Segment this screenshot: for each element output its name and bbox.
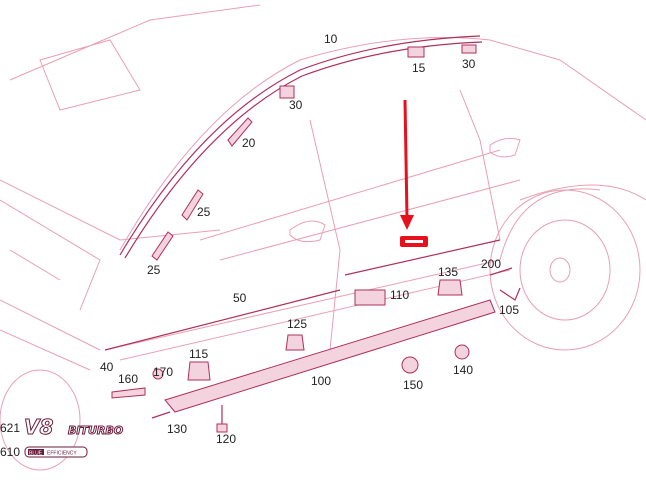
callout-115: 115 [189,347,208,361]
car-outline [0,4,646,471]
callout-40: 40 [100,360,114,374]
badges: V8 BITURBO BLUE EFFICIENCY [24,415,124,458]
callout-labels: 10 15 30 30 20 25 25 50 110 135 200 105 … [0,32,519,459]
callout-30: 30 [289,98,303,112]
callout-160: 160 [118,372,138,386]
callout-30: 30 [462,57,476,71]
callout-110: 110 [390,288,409,302]
callout-25: 25 [147,263,161,277]
parts [104,35,521,433]
red-arrow-down-icon [400,215,414,230]
callout-170: 170 [153,365,173,379]
callout-140: 140 [453,363,473,377]
v8-badge: V8 [24,415,53,439]
callout-105: 105 [499,303,519,317]
callout-610: 610 [0,445,20,459]
callout-130: 130 [167,422,187,436]
callout-125: 125 [287,317,307,331]
callout-621: 621 [0,421,20,435]
efficiency-badge: EFFICIENCY [47,451,77,457]
callout-20: 20 [242,136,256,150]
callout-15: 15 [412,61,426,75]
highlight-marker [400,99,428,247]
callout-150: 150 [403,378,423,392]
callout-25: 25 [197,205,211,219]
biturbo-badge: BITURBO [68,424,123,437]
callout-200: 200 [481,257,501,271]
callout-100: 100 [311,374,331,388]
callout-135: 135 [438,265,458,279]
callout-10: 10 [324,32,338,46]
blue-badge: BLUE [29,451,43,457]
callout-120: 120 [216,432,236,446]
callout-50: 50 [233,291,247,305]
